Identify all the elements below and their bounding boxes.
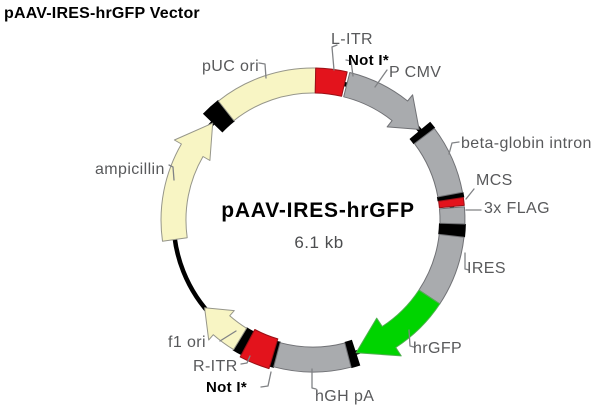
restriction-site-label-noti-bottom: Not I* [206, 379, 247, 396]
segment-r-itr [239, 329, 279, 370]
segment-flag [439, 206, 466, 225]
feature-label-beta-globin-intron: beta-globin intron [461, 135, 592, 152]
feature-label-hrgfp: hrGFP [413, 340, 463, 357]
feature-label-ampicillin: ampicillin [95, 161, 165, 178]
leader-line-noti-top [345, 59, 354, 77]
junction-tick [344, 339, 361, 369]
junction-tick [409, 121, 436, 145]
feature-label-ires: IRES [467, 260, 506, 277]
feature-label-r-itr: R-ITR [193, 358, 238, 375]
leader-line-puc-ori [258, 62, 267, 79]
leader-line-f1-ori [219, 330, 237, 342]
segment-beta-globin-intron [413, 128, 463, 198]
segment-l-itr [314, 67, 348, 97]
leader-line-p-cmv [374, 69, 388, 88]
segment-puc-ori [217, 67, 317, 122]
feature-label-l-itr: L-ITR [331, 31, 373, 48]
leader-line-ampicillin [168, 164, 175, 181]
leader-line-hgh-pa [311, 368, 317, 390]
junction-tick [269, 340, 281, 368]
junction-tick [202, 99, 235, 133]
junction-tick [436, 192, 465, 202]
feature-label-f1-ori: f1 ori [168, 334, 206, 351]
junction-tick [232, 327, 255, 356]
feature-label-mcs: MCS [476, 172, 513, 189]
leader-line-beta-globin-intron [448, 141, 460, 155]
segment-mcs [438, 197, 465, 209]
leader-line-r-itr [240, 355, 251, 365]
restriction-site-label-noti-top: Not I* [348, 52, 389, 69]
plasmid-name: pAAV-IRES-hrGFP [221, 199, 415, 222]
segment-f1-ori [204, 307, 248, 351]
leader-line-noti-bottom [260, 371, 272, 388]
segment-ampicillin [160, 122, 214, 242]
segment-hgh-pa [273, 342, 352, 373]
feature-label-p-cmv: P CMV [389, 64, 442, 81]
feature-label-hgh-pa: hGH pA [315, 388, 375, 405]
leader-line-mcs [465, 188, 475, 200]
segment-ires [418, 233, 465, 305]
page-title: pAAV-IRES-hrGFP Vector [4, 5, 200, 22]
leader-line-ires [464, 252, 470, 271]
segment-hrgfp [355, 289, 441, 357]
plasmid-size: 6.1 kb [294, 233, 344, 252]
junction-tick [438, 223, 466, 238]
leader-line-l-itr [331, 44, 338, 71]
feature-label-3x-flag: 3x FLAG [484, 200, 550, 217]
segment-p-cmv [343, 72, 420, 130]
feature-label-puc-ori: pUC ori [202, 58, 260, 75]
leader-line-hrgfp [408, 329, 415, 348]
